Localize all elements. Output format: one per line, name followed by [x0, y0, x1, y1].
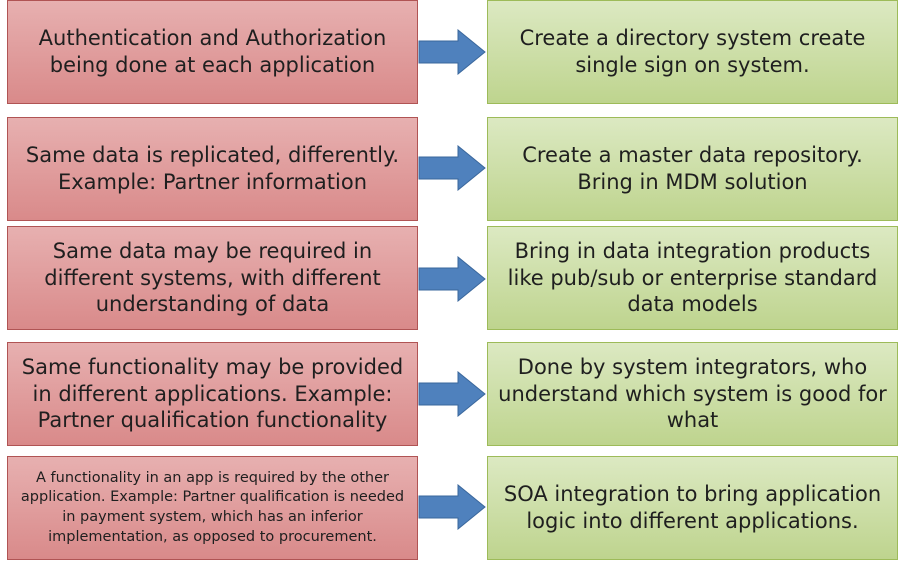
solution-text-3: Bring in data integration products like …	[507, 238, 878, 317]
problem-box-2: Same data is replicated, differently. Ex…	[7, 117, 418, 221]
right-arrow-icon	[418, 484, 486, 530]
solution-box-3: Bring in data integration products like …	[487, 226, 898, 330]
solution-text-4: Done by system integrators, who understa…	[498, 354, 887, 433]
right-arrow-icon	[418, 145, 486, 191]
solution-box-2: Create a master data repository. Bring i…	[487, 117, 898, 221]
problem-box-1: Authentication and Authorization being d…	[7, 0, 418, 104]
problem-box-5: A functionality in an app is required by…	[7, 456, 418, 560]
problem-text-3: Same data may be required in different s…	[44, 238, 381, 317]
solution-box-4: Done by system integrators, who understa…	[487, 342, 898, 446]
right-arrow-icon	[418, 29, 486, 75]
solution-box-5: SOA integration to bring application log…	[487, 456, 898, 560]
solution-box-1: Create a directory system create single …	[487, 0, 898, 104]
problem-text-5: A functionality in an app is required by…	[20, 469, 405, 545]
right-arrow-icon	[418, 256, 486, 302]
solution-text-2: Create a master data repository. Bring i…	[522, 143, 863, 194]
problem-box-3: Same data may be required in different s…	[7, 226, 418, 330]
problem-box-4: Same functionality may be provided in di…	[7, 342, 418, 446]
problem-text-2: Same data is replicated, differently. Ex…	[25, 143, 400, 194]
problem-text-1: Authentication and Authorization being d…	[38, 26, 387, 77]
solution-text-1: Create a directory system create single …	[519, 26, 866, 77]
solution-text-5: SOA integration to bring application log…	[503, 482, 882, 533]
right-arrow-icon	[418, 371, 486, 417]
problem-text-4: Same functionality may be provided in di…	[21, 354, 404, 433]
